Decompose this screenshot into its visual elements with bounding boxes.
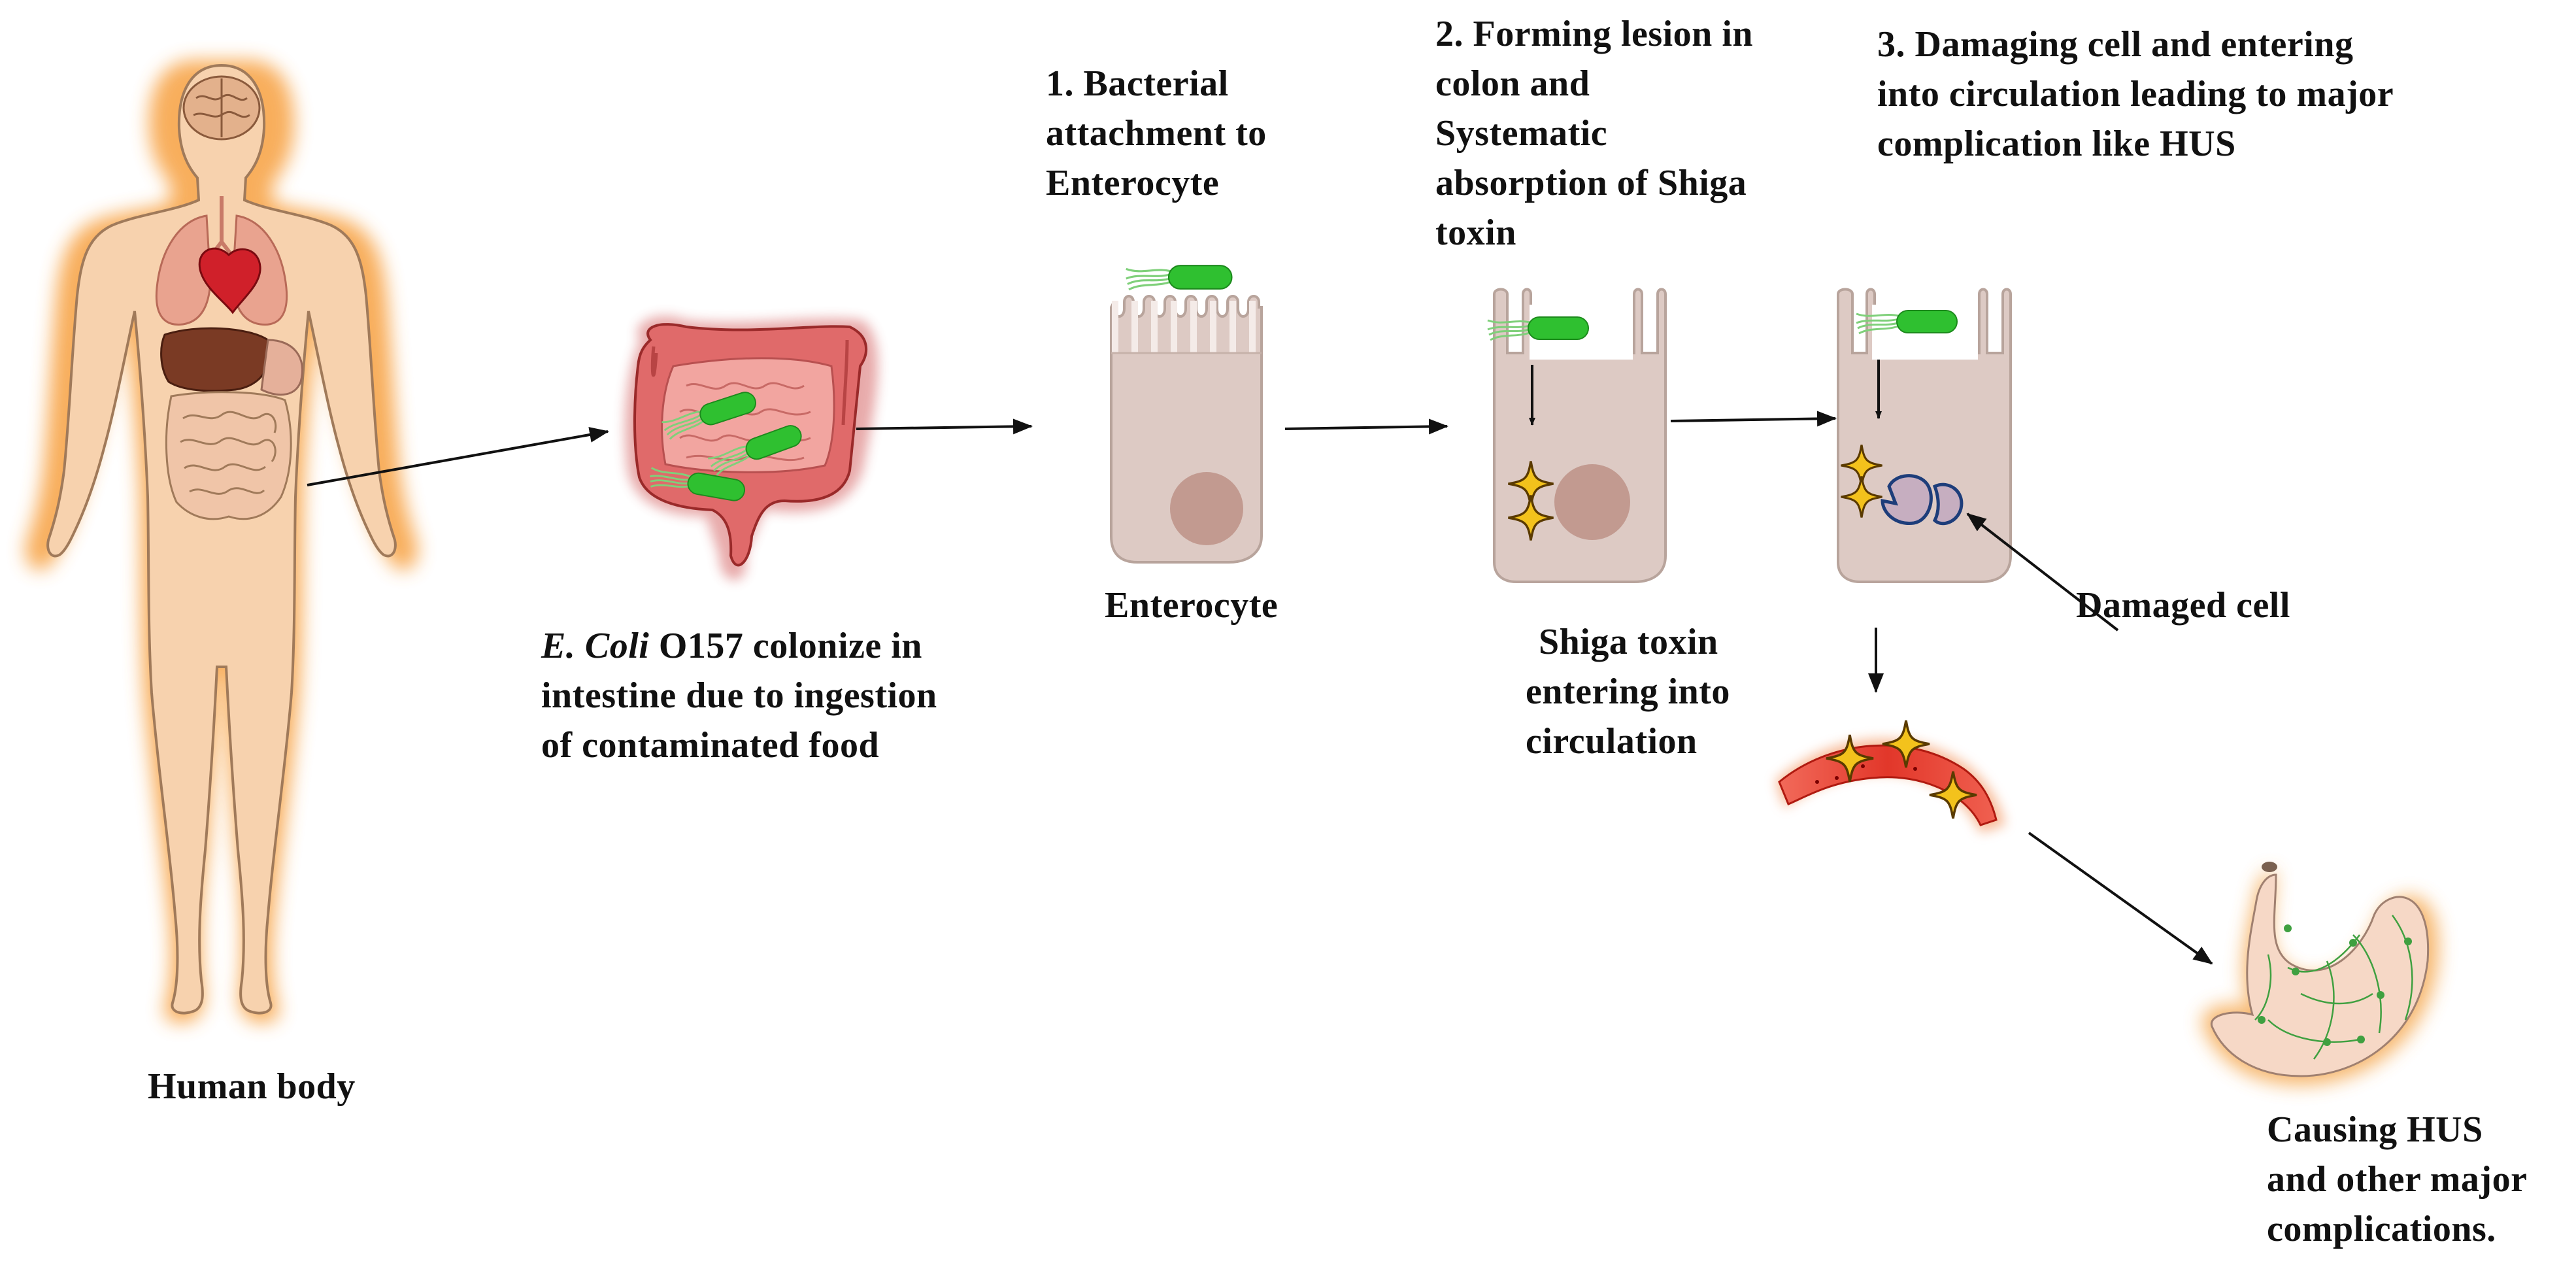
arrow-damaged-cell-label bbox=[1966, 513, 2119, 632]
enterocyte-label: Enterocyte bbox=[1105, 585, 1279, 626]
human-body-label: Human body bbox=[148, 1066, 356, 1107]
blood-vessel-illustration bbox=[1775, 719, 2005, 833]
arrow-vessel-to-stomach bbox=[2028, 832, 2213, 965]
flow-arrows bbox=[307, 411, 2213, 965]
step2-label: 2. Forming lesion in colon and Systemati… bbox=[1435, 14, 1754, 253]
arrow-cell2-to-cell3 bbox=[1670, 411, 1837, 427]
stomach-illustration bbox=[2201, 862, 2439, 1085]
arrow-intestine-to-cell1 bbox=[856, 418, 1033, 435]
ecoli-colonize-label: E. Coli O157 colonize in intestine due t… bbox=[541, 626, 937, 766]
step1-label: 1. Bacterial attachment to Enterocyte bbox=[1046, 63, 1267, 203]
step3-label: 3. Damaging cell and entering into circu… bbox=[1877, 24, 2394, 164]
bacteria-icon bbox=[1125, 264, 1233, 291]
intestine-illustration bbox=[625, 316, 878, 581]
human-body-illustration bbox=[25, 60, 418, 1023]
damaged-cell-label: Damaged cell bbox=[2076, 585, 2290, 626]
arrow-cell1-to-cell2 bbox=[1284, 418, 1448, 435]
hus-complications-label: Causing HUS and other major complication… bbox=[2267, 1109, 2528, 1249]
arrow-body-to-intestine bbox=[307, 427, 609, 486]
shiga-toxin-label: Shiga toxin entering into circulation bbox=[1526, 622, 1730, 762]
enterocyte-cell-icon bbox=[1110, 264, 1263, 564]
damaged-cell-icon bbox=[1837, 288, 2012, 583]
lesion-cell-icon bbox=[1486, 288, 1667, 583]
